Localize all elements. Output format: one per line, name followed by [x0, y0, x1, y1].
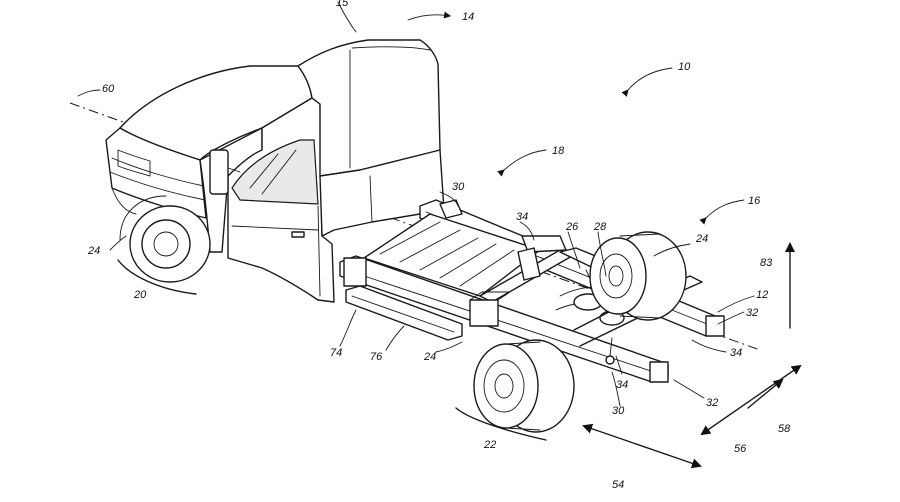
ref-18: 18: [552, 145, 565, 157]
ref-56: 56: [734, 443, 747, 455]
ref-34-right: 34: [730, 347, 742, 359]
ref-32-upper: 32: [746, 307, 758, 319]
ref-54: 54: [612, 479, 624, 491]
ref-60: 60: [102, 83, 115, 95]
ref-30-rear: 30: [612, 405, 625, 417]
ref-20: 20: [133, 289, 147, 301]
ref-10: 10: [678, 61, 691, 73]
ref-15: 15: [336, 0, 349, 9]
lateral-direction-arrow: [584, 426, 700, 466]
ref-24-near: 24: [423, 351, 436, 363]
ref-32-lower: 32: [706, 397, 718, 409]
ref-83: 83: [760, 257, 773, 269]
ref-74: 74: [330, 347, 342, 359]
ref-12: 12: [756, 289, 768, 301]
ref-58: 58: [778, 423, 791, 435]
ref-24-front: 24: [87, 245, 100, 257]
ref-30-front: 30: [452, 181, 465, 193]
longitudinal-arrow-b: [748, 380, 782, 408]
ref-16: 16: [748, 195, 761, 207]
ref-26: 26: [565, 221, 579, 233]
ref-34-center: 34: [616, 379, 628, 391]
ref-28: 28: [593, 221, 607, 233]
rear-wheel-near: [474, 340, 574, 432]
ref-14: 14: [462, 11, 474, 23]
ref-34-upper: 34: [516, 211, 528, 223]
ref-24-far: 24: [695, 233, 708, 245]
ref-76: 76: [370, 351, 383, 363]
rear-wheel-far: [590, 232, 686, 320]
ref-22: 22: [483, 439, 496, 451]
